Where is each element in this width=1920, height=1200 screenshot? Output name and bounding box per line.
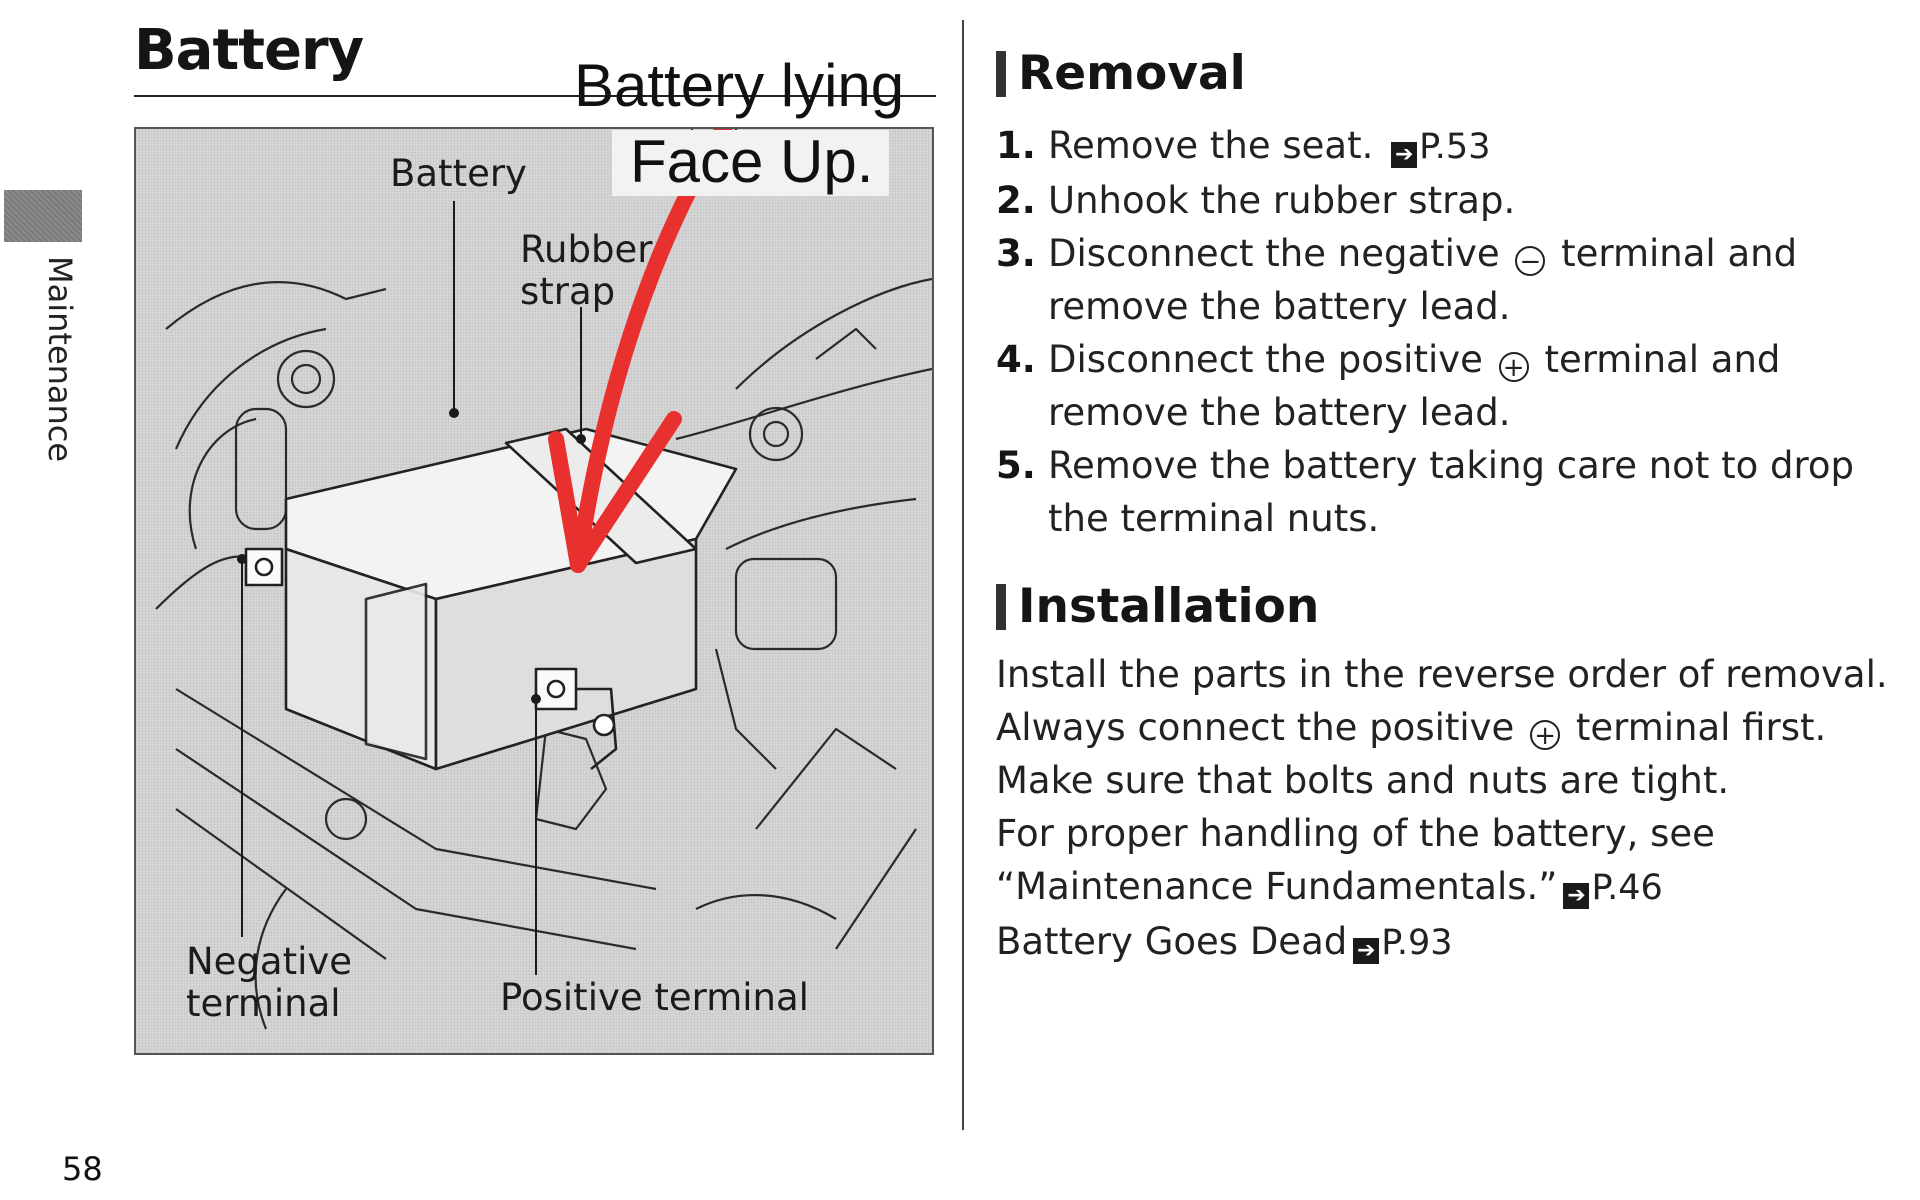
page-reference[interactable]: ➔P.53 (1385, 124, 1491, 168)
label-negative-line1: Negative (186, 940, 353, 983)
installation-heading-text: Installation (1018, 579, 1320, 634)
label-negative-line2: terminal (186, 982, 341, 1025)
battery-dead-line: Battery Goes Dead➔P.93 (996, 915, 1896, 970)
handling-paragraph: For proper handling of the battery, see … (996, 807, 1896, 915)
step-text: Remove the seat. ➔P.53 (1048, 119, 1896, 174)
step-text-main: Remove the seat. (1048, 124, 1374, 167)
removal-heading: Removal (996, 46, 1896, 101)
step-number: 2. (996, 179, 1036, 222)
removal-step: 5. Remove the battery taking care not to… (996, 439, 1896, 545)
page-reference[interactable]: ➔P.46 (1557, 865, 1663, 909)
step-text: Unhook the rubber strap. (1048, 179, 1516, 222)
red-arrow (548, 129, 733, 573)
step-text: Disconnect the negative − terminal and r… (1048, 227, 1896, 333)
positive-symbol-icon: + (1498, 352, 1529, 382)
handwritten-annotation-line2: Face Up. (612, 130, 890, 196)
page-ref-arrow-icon: ➔ (1563, 883, 1590, 909)
title-underline (134, 95, 936, 97)
removal-step: 2. Unhook the rubber strap. (996, 174, 1896, 227)
step-number: 3. (996, 232, 1036, 275)
step-text-part-a: Disconnect the negative (1048, 232, 1500, 275)
installation-body: Install the parts in the reverse order o… (996, 648, 1896, 970)
label-rubber-strap-line1: Rubber (520, 228, 653, 271)
negative-symbol-icon: − (1515, 246, 1546, 276)
step-text: Remove the battery taking care not to dr… (1048, 444, 1854, 540)
battery-dead-text: Battery Goes Dead (996, 920, 1348, 963)
handwritten-annotation-line1: Battery lying (574, 52, 905, 119)
battery-drawing (155, 129, 932, 1030)
side-tab-marker (4, 190, 82, 242)
page-ref-number: P.46 (1591, 868, 1663, 908)
removal-step: 4. Disconnect the positive + terminal an… (996, 333, 1896, 439)
page-ref-arrow-icon: ➔ (1353, 938, 1380, 964)
instructions-column: Removal 1. Remove the seat. ➔P.53 2. Unh… (996, 46, 1896, 970)
page-ref-number: P.53 (1419, 127, 1491, 167)
installation-text-a: Install the parts in the reverse order o… (996, 653, 1888, 749)
page-reference[interactable]: ➔P.93 (1347, 920, 1453, 964)
step-number: 5. (996, 444, 1036, 487)
installation-text-b: terminal first. Make sure that bolts and… (996, 706, 1827, 802)
step-text: Disconnect the positive + terminal and r… (1048, 333, 1896, 439)
handling-text: For proper handling of the battery, see … (996, 812, 1715, 908)
installation-heading: Installation (996, 579, 1896, 634)
step-text-part-b: terminal and remove the battery lead. (1048, 338, 1781, 434)
heading-bar-icon (996, 583, 1006, 630)
column-divider (962, 20, 964, 1130)
removal-heading-text: Removal (1018, 46, 1246, 101)
label-negative-terminal: Negative terminal (186, 941, 352, 1025)
page-title: Battery (134, 18, 364, 83)
removal-step: 1. Remove the seat. ➔P.53 (996, 119, 1896, 174)
removal-steps: 1. Remove the seat. ➔P.53 2. Unhook the … (996, 119, 1896, 545)
page-ref-number: P.93 (1381, 923, 1453, 963)
removal-step: 3. Disconnect the negative − terminal an… (996, 227, 1896, 333)
page-number: 58 (62, 1150, 103, 1188)
step-number: 4. (996, 338, 1036, 381)
label-positive-terminal: Positive terminal (500, 976, 809, 1019)
label-rubber-strap: Rubber strap (520, 229, 652, 313)
page-ref-arrow-icon: ➔ (1391, 142, 1418, 168)
label-battery: Battery (390, 152, 527, 195)
heading-bar-icon (996, 50, 1006, 97)
label-rubber-strap-line2: strap (520, 270, 616, 313)
side-tab-label: Maintenance (41, 256, 79, 463)
step-number: 1. (996, 124, 1036, 167)
positive-symbol-icon: + (1530, 720, 1561, 750)
step-text-part-a: Disconnect the positive (1048, 338, 1483, 381)
battery-illustration: Battery Rubber strap Negative terminal P… (134, 127, 934, 1055)
step-text-part-b: terminal and remove the battery lead. (1048, 232, 1798, 328)
installation-paragraph: Install the parts in the reverse order o… (996, 648, 1896, 807)
